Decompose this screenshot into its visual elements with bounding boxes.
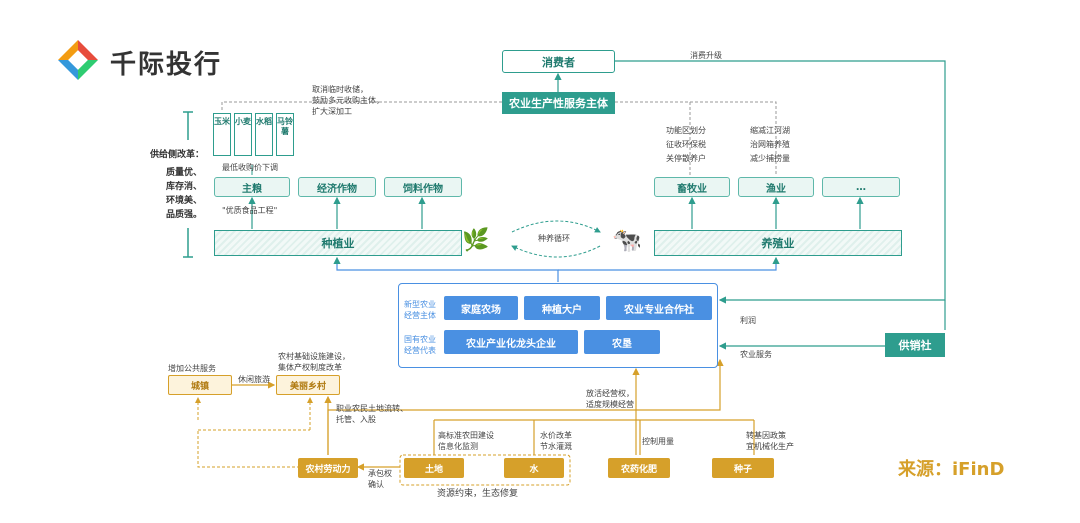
public-service-label: 增加公共服务 [168, 364, 216, 373]
service-subject-box: 农业生产性服务主体 [502, 92, 615, 114]
labor-note: 职业农民土地流转、 托管、入股 [336, 404, 408, 424]
water-box: 水 [504, 458, 564, 478]
crop-economic: 经济作物 [298, 177, 376, 197]
livestock-fishery: 渔业 [738, 177, 814, 197]
grain-potato: 马铃薯 [276, 113, 294, 156]
livestock-notes-right: 缩减江河湖 治网箱养殖 减少捕捞量 [750, 126, 790, 163]
constraint-label: 资源约束，生态修复 [437, 489, 519, 499]
state-farm: 农垦 [584, 330, 660, 354]
state-subjects-label: 国有农业 经营代表 [404, 335, 436, 355]
rural-labor-box: 农村劳动力 [298, 458, 358, 478]
land-box: 土地 [404, 458, 464, 478]
source-label: 来源：iFinD [898, 459, 1005, 480]
leading-enterprise: 农业产业化龙头企业 [444, 330, 578, 354]
grain-rice: 水稻 [255, 113, 273, 156]
cow-icon: 🐄 [612, 226, 642, 254]
ag-service-label: 农业服务 [740, 350, 772, 359]
plant-icon: 🌿 [462, 228, 490, 253]
pesticide-box: 农药化肥 [608, 458, 670, 478]
min-price-label: 最低收购价下调 [222, 163, 278, 172]
brand-name: 千际投行 [110, 50, 223, 80]
supply-side-title: 供给侧改革： [150, 150, 205, 160]
pest-note: 控制用量 [642, 437, 674, 446]
new-subjects-label: 新型农业 经营主体 [404, 300, 436, 320]
infra-note: 农村基础设施建设， 集体产权制度改革 [278, 352, 350, 372]
grain-wheat: 小麦 [234, 113, 252, 156]
grain-corn: 玉米 [213, 113, 231, 156]
supply-side-goals: 质量优、 库存消、 环境美、 品质强。 [166, 168, 203, 220]
storage-policy-note: 取消临时收储， 鼓励多元收购主体， 扩大深加工 [312, 85, 384, 116]
breeding-box: 养殖业 [654, 230, 902, 256]
cycle-label: 种养循环 [538, 234, 570, 243]
crop-staple: 主粮 [214, 177, 290, 197]
livestock-more: … [822, 177, 900, 197]
contract-label: 承包权 确认 [368, 469, 392, 489]
large-grower: 种植大户 [524, 296, 600, 320]
brand-logo [56, 38, 100, 82]
diamond-logo-icon [58, 40, 98, 80]
profit-label: 利润 [740, 316, 756, 325]
village-box: 美丽乡村 [276, 375, 340, 395]
coop-association: 农业专业合作社 [606, 296, 712, 320]
seed-note: 转基因政策 宜机械化生产 [746, 431, 794, 451]
leisure-label: 休闲旅游 [238, 375, 270, 384]
supply-coop-box: 供销社 [885, 333, 945, 357]
quality-food-project: "优质食品工程" [222, 206, 278, 215]
livestock-animal: 畜牧业 [654, 177, 730, 197]
land-note: 高标准农田建设 信息化监测 [438, 431, 494, 451]
consumption-upgrade-label: 消费升级 [690, 51, 722, 60]
planting-box: 种植业 [214, 230, 462, 256]
management-note: 放活经营权， 适度规模经营 [586, 389, 634, 409]
water-note: 水价改革 节水灌溉 [540, 431, 572, 451]
family-farm: 家庭农场 [444, 296, 518, 320]
livestock-notes-left: 功能区划分 征收环保税 关停散养户 [666, 126, 706, 163]
seed-box: 种子 [712, 458, 774, 478]
crop-feed: 饲料作物 [384, 177, 462, 197]
town-box: 城镇 [168, 375, 232, 395]
consumer-box: 消费者 [502, 50, 615, 73]
